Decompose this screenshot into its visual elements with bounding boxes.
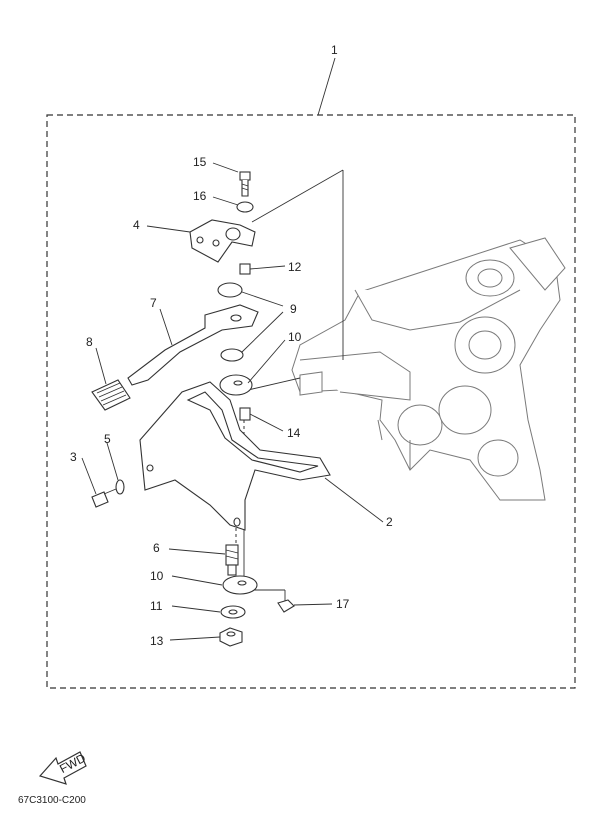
part-5-washer [115, 479, 125, 495]
part-6-bolt [225, 544, 239, 576]
part-16-washer [236, 201, 254, 213]
diagram-code: 67C3100-C200 [18, 795, 86, 806]
callout-7: 7 [150, 296, 157, 310]
part-2-bracket [139, 381, 331, 531]
assembly-frame [46, 114, 576, 689]
callout-10-lower: 10 [150, 569, 164, 583]
part-9-washer-lower [220, 348, 244, 362]
callout-8: 8 [86, 335, 93, 349]
callout-9: 9 [290, 302, 297, 316]
callout-11: 11 [150, 599, 163, 613]
callout-10-upper: 10 [288, 330, 302, 344]
part-13-nut [219, 627, 243, 647]
callout-2: 2 [386, 515, 393, 529]
part-12-nut [239, 263, 251, 275]
part-4-plate [189, 219, 256, 263]
callout-4: 4 [133, 218, 140, 232]
callout-3: 3 [70, 450, 77, 464]
part-8-grip [91, 379, 131, 411]
callout-16: 16 [193, 189, 207, 203]
part-3-screw [91, 488, 117, 508]
callout-6: 6 [153, 541, 160, 555]
fwd-arrow-icon: FWD [38, 751, 88, 785]
part-15-bolt [239, 171, 251, 197]
callout-14: 14 [287, 426, 301, 440]
part-7-lever [127, 304, 259, 386]
callout-12: 12 [288, 260, 302, 274]
part-14-nut [239, 407, 251, 421]
mount-bracket-housing [291, 237, 566, 501]
callout-17: 17 [336, 597, 350, 611]
callout-13: 13 [150, 634, 164, 648]
callout-15: 15 [193, 155, 207, 169]
part-9-washer-upper [217, 282, 243, 298]
callout-5: 5 [104, 432, 111, 446]
callout-1: 1 [331, 43, 338, 57]
part-17-bolt [277, 599, 295, 613]
